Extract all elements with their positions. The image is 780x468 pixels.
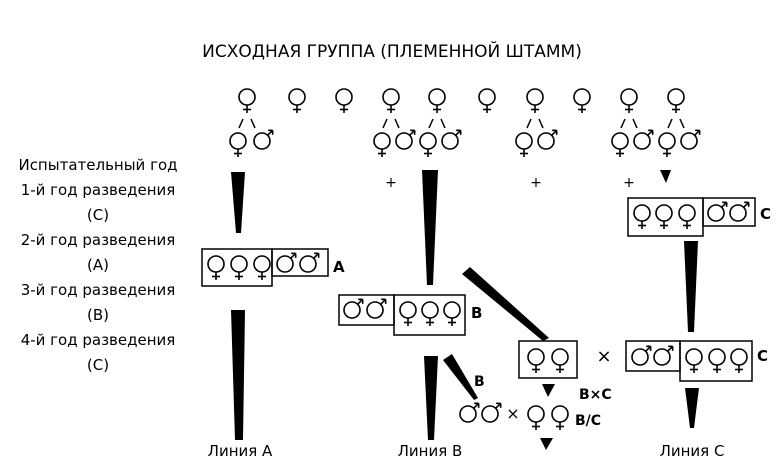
- female-symbol-icon: [443, 301, 461, 326]
- female-symbol-icon: [708, 348, 726, 373]
- female-symbol-icon: [620, 88, 638, 113]
- group-label-c-bottom: C: [757, 347, 768, 365]
- female-symbol-icon: [229, 132, 247, 157]
- group-label-b: B: [471, 304, 482, 322]
- selection-plus-mark: +: [530, 175, 542, 191]
- selection-wedges: [231, 170, 699, 450]
- male-symbol-icon: [653, 345, 674, 366]
- female-symbol-icon: [527, 348, 545, 373]
- female-symbol-icon: [253, 255, 271, 280]
- female-symbol-icon: [633, 204, 651, 229]
- sex-symbols: [207, 88, 750, 430]
- arrow-c-top: [660, 170, 671, 183]
- male-symbol-icon: [631, 345, 652, 366]
- group-boxes: [201, 197, 756, 382]
- year-label-4-code: (С): [87, 356, 109, 374]
- wedge-line-c: [684, 241, 698, 332]
- male-symbol-icon: [343, 298, 364, 319]
- wedge-line-b: [422, 170, 438, 285]
- wedge-to-bxc: [462, 267, 549, 341]
- group-box-c-bottom-males: [625, 340, 681, 372]
- female-symbol-icon: [527, 405, 545, 430]
- group-box-b-females: [393, 294, 466, 336]
- year-label-2: 2-й год разведения: [21, 231, 176, 249]
- female-symbol-icon: [658, 132, 676, 157]
- group-label-a: A: [333, 258, 345, 276]
- female-symbol-icon: [551, 405, 569, 430]
- line-c-label: Линия C: [660, 442, 725, 460]
- wedge-line-a-year3: [231, 310, 245, 440]
- group-box-bxc-females: [518, 340, 578, 379]
- arrow-bxc: [542, 384, 555, 397]
- male-symbol-icon: [729, 201, 750, 222]
- female-symbol-icon: [230, 255, 248, 280]
- male-symbol-icon: [481, 402, 502, 423]
- female-symbol-icon: [730, 348, 748, 373]
- female-symbol-icon: [238, 88, 256, 113]
- year-label-3-code: (В): [87, 306, 109, 324]
- male-symbol-icon: [299, 252, 320, 273]
- selection-plus-mark: +: [385, 175, 397, 191]
- male-symbol-icon: [633, 129, 654, 150]
- wedge-line-a-year1: [231, 172, 245, 233]
- female-symbol-icon: [478, 88, 496, 113]
- cross-label-b-branch: B: [474, 374, 485, 390]
- year-label-1-code: (С): [87, 206, 109, 224]
- female-symbol-icon: [382, 88, 400, 113]
- male-symbol-icon: [459, 402, 480, 423]
- female-symbol-icon: [419, 132, 437, 157]
- wedge-b-branch: [443, 354, 478, 400]
- diagram-title: ИСХОДНАЯ ГРУППА (ПЛЕМЕННОЙ ШТАММ): [202, 40, 582, 62]
- cross-label-b-over-c: B/C: [575, 413, 601, 429]
- group-label-c-top: C: [760, 205, 771, 223]
- male-symbol-icon: [537, 129, 558, 150]
- male-symbol-icon: [395, 129, 416, 150]
- cross-label-bxc: B×C: [579, 387, 612, 403]
- female-symbol-icon: [611, 132, 629, 157]
- cross-sign-bc: ×: [596, 346, 611, 367]
- wedge-line-c-final: [685, 388, 699, 428]
- male-symbol-icon: [680, 129, 701, 150]
- line-b-label: Линия B: [398, 442, 463, 460]
- selection-plus-mark: +: [623, 175, 635, 191]
- female-symbol-icon: [421, 301, 439, 326]
- female-symbol-icon: [678, 204, 696, 229]
- group-box-c-top-females: [627, 197, 704, 237]
- group-box-a-females: [201, 248, 273, 287]
- male-symbol-icon: [366, 298, 387, 319]
- group-box-a-males: [271, 248, 329, 277]
- line-a-label: Линия A: [208, 442, 273, 460]
- year-label-3: 3-й год разведения: [21, 281, 176, 299]
- breeding-years-column: Испытательный год 1-й год разведения (С)…: [18, 156, 177, 374]
- female-symbol-icon: [515, 132, 533, 157]
- female-symbol-icon: [335, 88, 353, 113]
- male-symbol-icon: [707, 201, 728, 222]
- female-symbol-icon: [428, 88, 446, 113]
- female-symbol-icon: [573, 88, 591, 113]
- female-symbol-icon: [551, 348, 569, 373]
- male-symbol-icon: [276, 252, 297, 273]
- female-symbol-icon: [207, 255, 225, 280]
- male-symbol-icon: [253, 129, 274, 150]
- female-symbol-icon: [373, 132, 391, 157]
- group-box-c-top-males: [702, 197, 756, 227]
- year-label-4: 4-й год разведения: [21, 331, 176, 349]
- male-symbol-icon: [441, 129, 462, 150]
- female-symbol-icon: [667, 88, 685, 113]
- female-symbol-icon: [526, 88, 544, 113]
- pairing-lines: [238, 118, 685, 129]
- group-box-c-bottom-females: [679, 340, 753, 382]
- year-label-test: Испытательный год: [18, 156, 177, 174]
- year-label-1: 1-й год разведения: [21, 181, 176, 199]
- female-symbol-icon: [399, 301, 417, 326]
- arrow-b-over-c: [540, 438, 553, 450]
- wedge-line-b-final: [424, 356, 438, 440]
- female-symbol-icon: [685, 348, 703, 373]
- cross-sign-final: ×: [506, 404, 519, 423]
- female-symbol-icon: [288, 88, 306, 113]
- female-symbol-icon: [655, 204, 673, 229]
- year-label-2-code: (А): [87, 256, 109, 274]
